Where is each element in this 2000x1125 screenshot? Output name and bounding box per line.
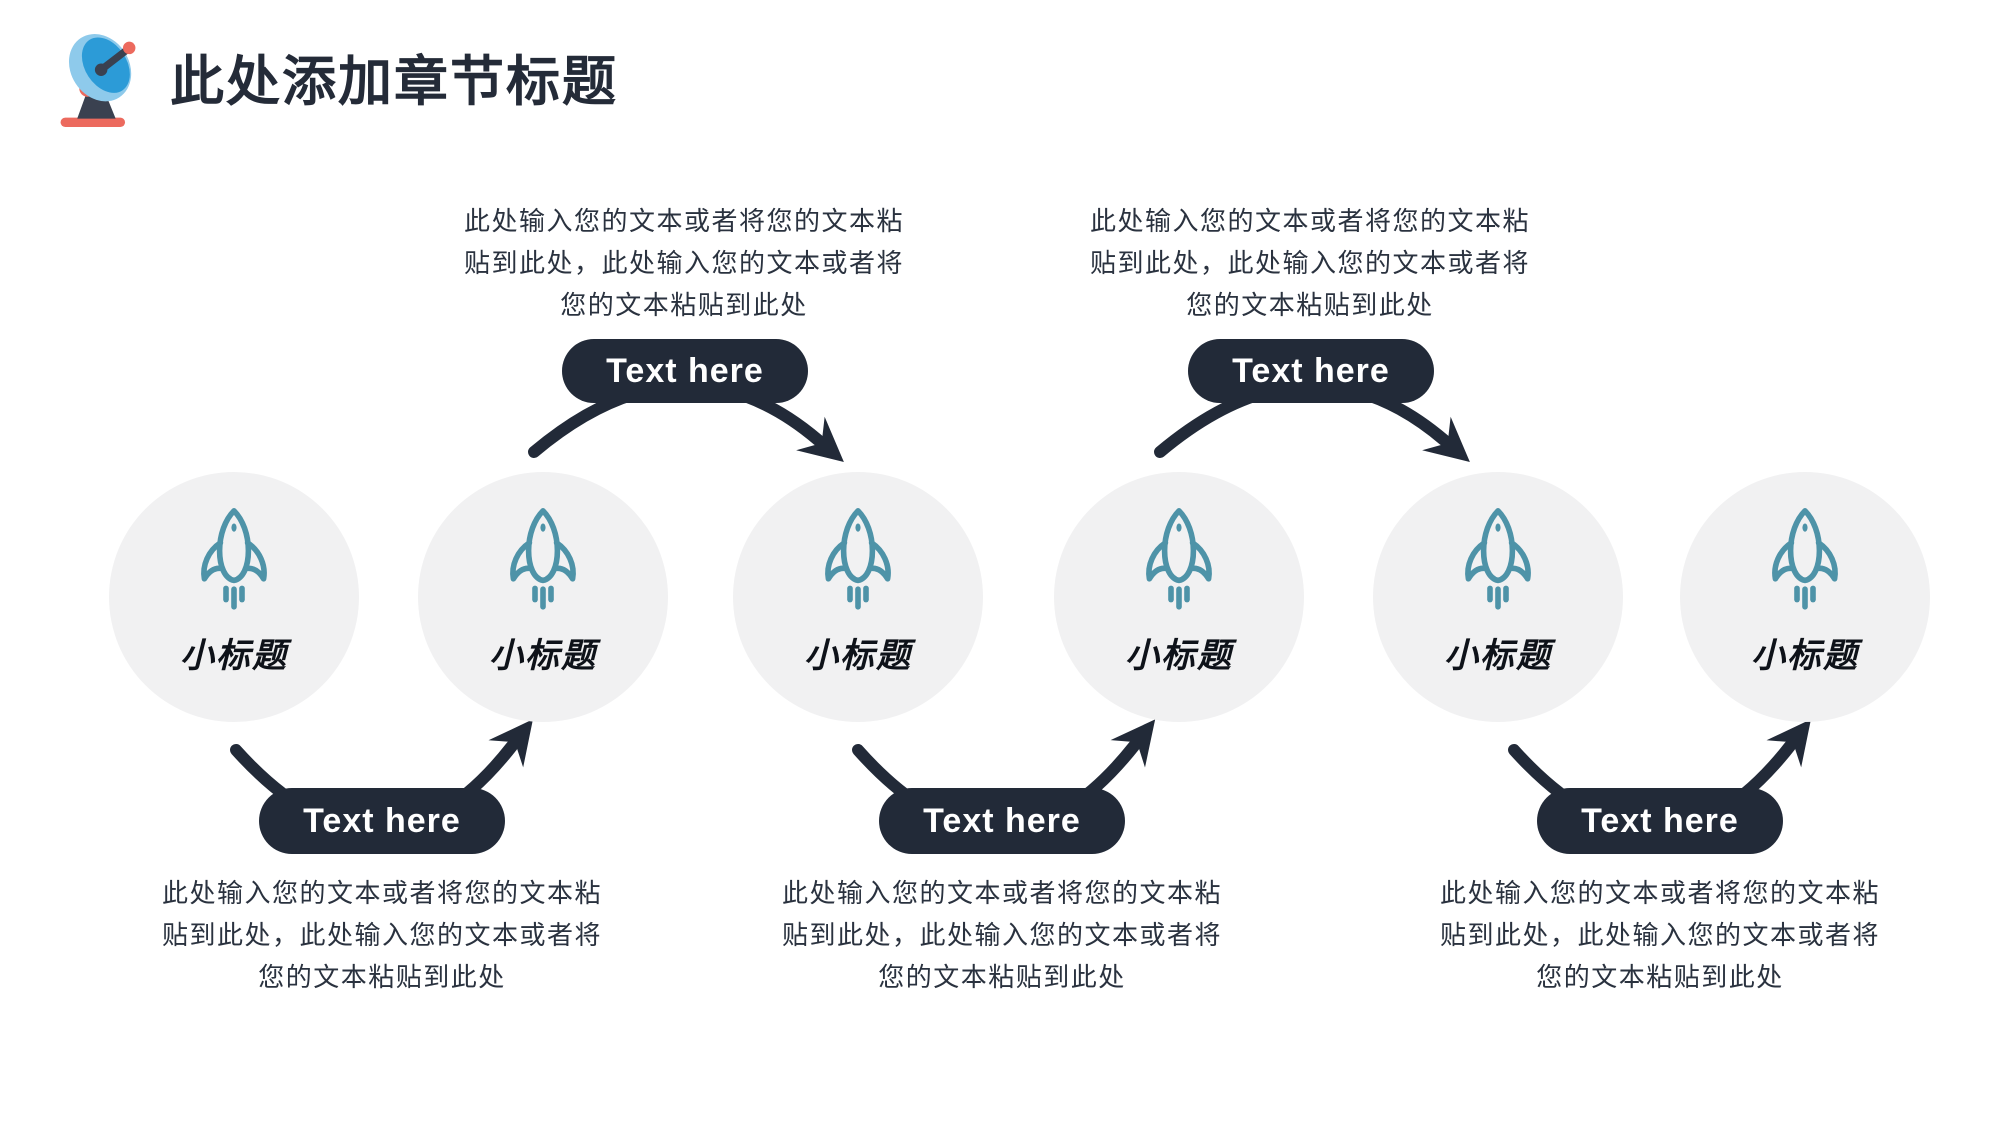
rocket-icon (1465, 508, 1531, 610)
rocket-icon (1772, 508, 1838, 610)
description-text-top-1[interactable]: 此处输入您的文本或者将您的文本粘 贴到此处，此处输入您的文本或者将 您的文本粘贴… (463, 206, 904, 320)
step-label-3[interactable]: 小标题 (804, 637, 912, 675)
description-text-bottom-3[interactable]: 此处输入您的文本或者将您的文本粘 贴到此处，此处输入您的文本或者将 您的文本粘贴… (1439, 878, 1880, 992)
step-label-5[interactable]: 小标题 (1444, 637, 1552, 675)
rocket-icon (510, 508, 576, 610)
pill-label: Text here (923, 801, 1081, 840)
text-here-pill-bottom-3[interactable]: Text here (1537, 788, 1783, 854)
rocket-icon (201, 508, 267, 610)
pill-label: Text here (606, 351, 764, 390)
text-here-pill-top-2[interactable]: Text here (1188, 339, 1434, 403)
pill-label: Text here (1232, 351, 1390, 390)
pill-label: Text here (303, 801, 461, 840)
rocket-icon (1146, 508, 1212, 610)
step-label-6[interactable]: 小标题 (1751, 637, 1859, 675)
step-label-2[interactable]: 小标题 (489, 637, 597, 675)
step-label-1[interactable]: 小标题 (180, 637, 288, 675)
text-here-pill-top-1[interactable]: Text here (562, 339, 808, 403)
text-here-pill-bottom-1[interactable]: Text here (259, 788, 505, 854)
description-text-bottom-1[interactable]: 此处输入您的文本或者将您的文本粘 贴到此处，此处输入您的文本或者将 您的文本粘贴… (161, 878, 602, 992)
pill-label: Text here (1581, 801, 1739, 840)
step-label-4[interactable]: 小标题 (1125, 637, 1233, 675)
page-title[interactable]: 此处添加章节标题 (170, 52, 618, 112)
rocket-icon (825, 508, 891, 610)
satellite-dish-icon (60, 34, 136, 127)
description-text-top-2[interactable]: 此处输入您的文本或者将您的文本粘 贴到此处，此处输入您的文本或者将 您的文本粘贴… (1089, 206, 1530, 320)
text-here-pill-bottom-2[interactable]: Text here (879, 788, 1125, 854)
description-text-bottom-2[interactable]: 此处输入您的文本或者将您的文本粘 贴到此处，此处输入您的文本或者将 您的文本粘贴… (781, 878, 1222, 992)
